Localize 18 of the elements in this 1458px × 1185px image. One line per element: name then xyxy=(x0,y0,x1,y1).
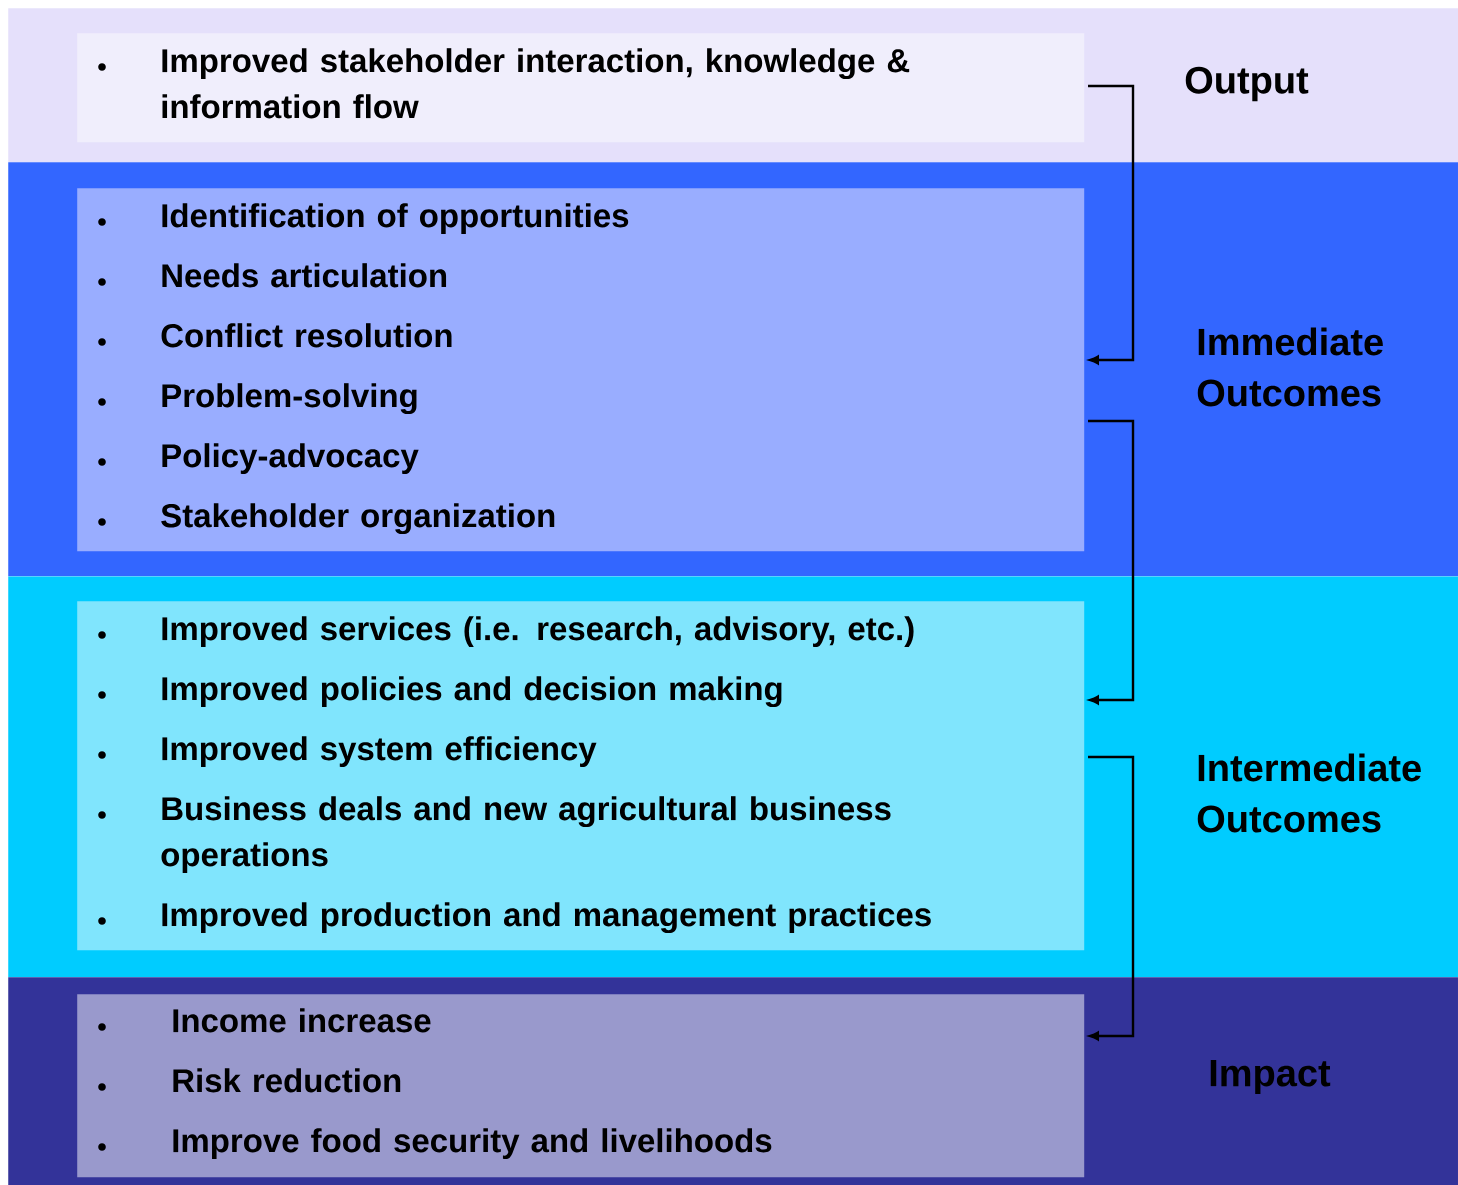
list-item: Stakeholder organization xyxy=(161,503,555,535)
arrow xyxy=(1088,84,1135,365)
list-item: Risk reduction xyxy=(173,1068,401,1093)
list-item: Improved stakeholder interaction, knowledge & information flow xyxy=(162,48,910,119)
list-item: Policy-advocacy xyxy=(162,443,419,474)
list-item: Improved system efficiency xyxy=(162,736,597,767)
list-item: Improved services (i.e. research, advisory, etc.) xyxy=(162,616,914,647)
list-item: Needs articulation xyxy=(162,263,447,288)
list-item: Problem-solving xyxy=(162,383,417,415)
list-item: Improved policies and decision making xyxy=(162,676,782,708)
arrow xyxy=(1088,755,1135,1041)
list-item: Identification of opportunities xyxy=(162,203,629,234)
list-item: Business deals and new agricultural business operations xyxy=(161,796,891,873)
list-item: Improve food security and livelihoods xyxy=(173,1128,772,1159)
list-item: Improved production and management practices xyxy=(162,902,931,934)
arrow xyxy=(1088,419,1135,705)
list-item: Conflict resolution xyxy=(161,323,452,348)
list-item: Income increase xyxy=(173,1008,431,1033)
